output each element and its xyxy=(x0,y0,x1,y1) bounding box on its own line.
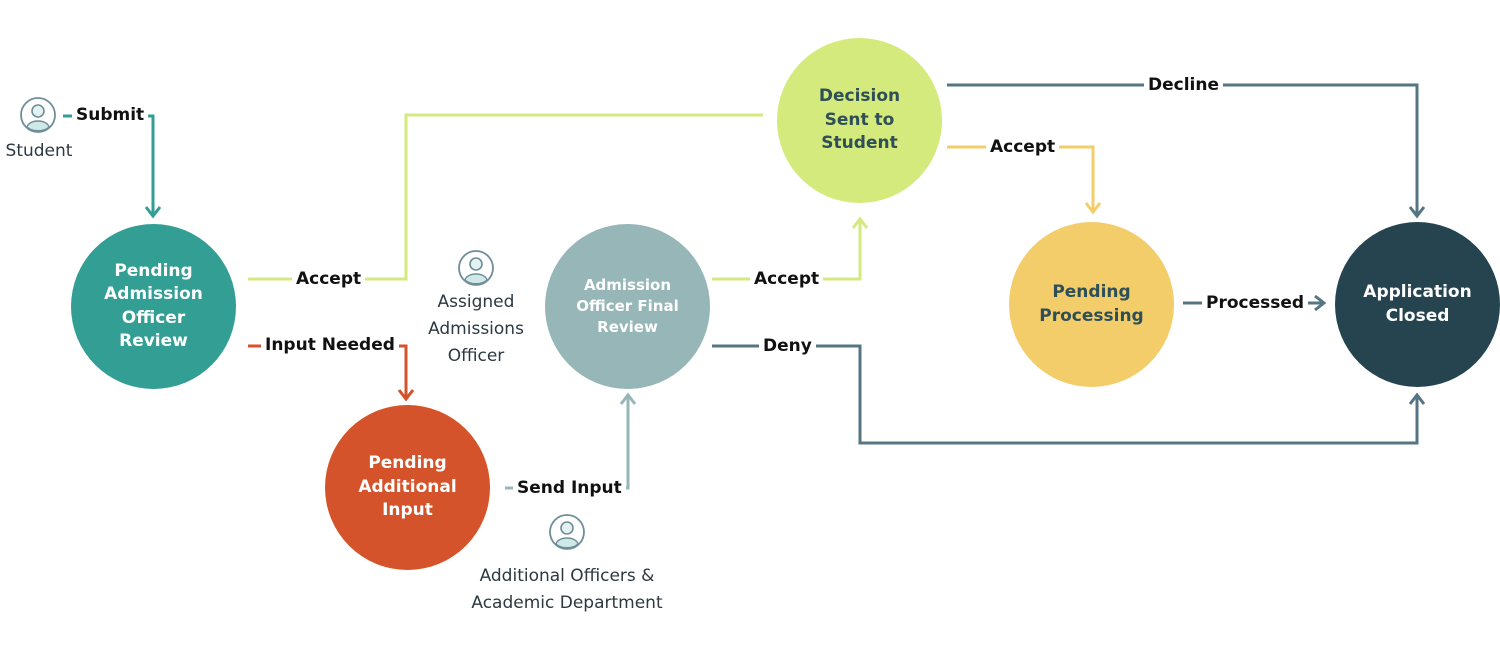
edge-label-accept-final: Accept xyxy=(750,268,824,290)
edge-label-accept-review: Accept xyxy=(292,268,366,290)
node-pending-additional-input: Pending Additional Input xyxy=(325,405,490,570)
send-input-connector xyxy=(505,397,630,490)
user-icon xyxy=(20,97,56,133)
node-pending-processing: Pending Processing xyxy=(1009,222,1174,387)
submit-connector xyxy=(63,114,155,214)
accept-arrowhead-processing xyxy=(1084,202,1102,215)
node-application-closed: Application Closed xyxy=(1335,222,1500,387)
edge-label-submit: Submit xyxy=(72,104,149,126)
edge-label-processed: Processed xyxy=(1202,292,1309,314)
actor-student-label: Student xyxy=(5,141,73,161)
decline-connector xyxy=(947,83,1419,214)
user-icon xyxy=(549,514,585,550)
user-icon xyxy=(458,250,494,286)
accept-arrowhead-decision xyxy=(851,216,869,229)
processed-arrowhead xyxy=(1314,294,1327,312)
actor-additional-officers-label: Additional Officers & Academic Departmen… xyxy=(471,566,663,613)
send-input-arrowhead xyxy=(619,392,637,405)
edge-label-accept-decision: Accept xyxy=(986,136,1060,158)
submit-arrowhead xyxy=(144,206,162,219)
edge-label-input-needed: Input Needed xyxy=(261,334,399,356)
actor-assigned-officer-label: Assigned Admissions Officer xyxy=(428,292,524,366)
input-needed-arrowhead xyxy=(397,389,415,402)
decline-arrowhead xyxy=(1408,206,1426,219)
node-decision-sent-to-student: Decision Sent to Student xyxy=(777,38,942,203)
node-pending-admission-officer-review: Pending Admission Officer Review xyxy=(71,224,236,389)
edge-label-decline: Decline xyxy=(1144,74,1224,96)
deny-arrowhead xyxy=(1408,392,1426,405)
node-admission-officer-final-review: Admission Officer Final Review xyxy=(545,224,710,389)
edge-label-send-input: Send Input xyxy=(513,477,626,499)
edge-label-deny: Deny xyxy=(759,335,816,357)
